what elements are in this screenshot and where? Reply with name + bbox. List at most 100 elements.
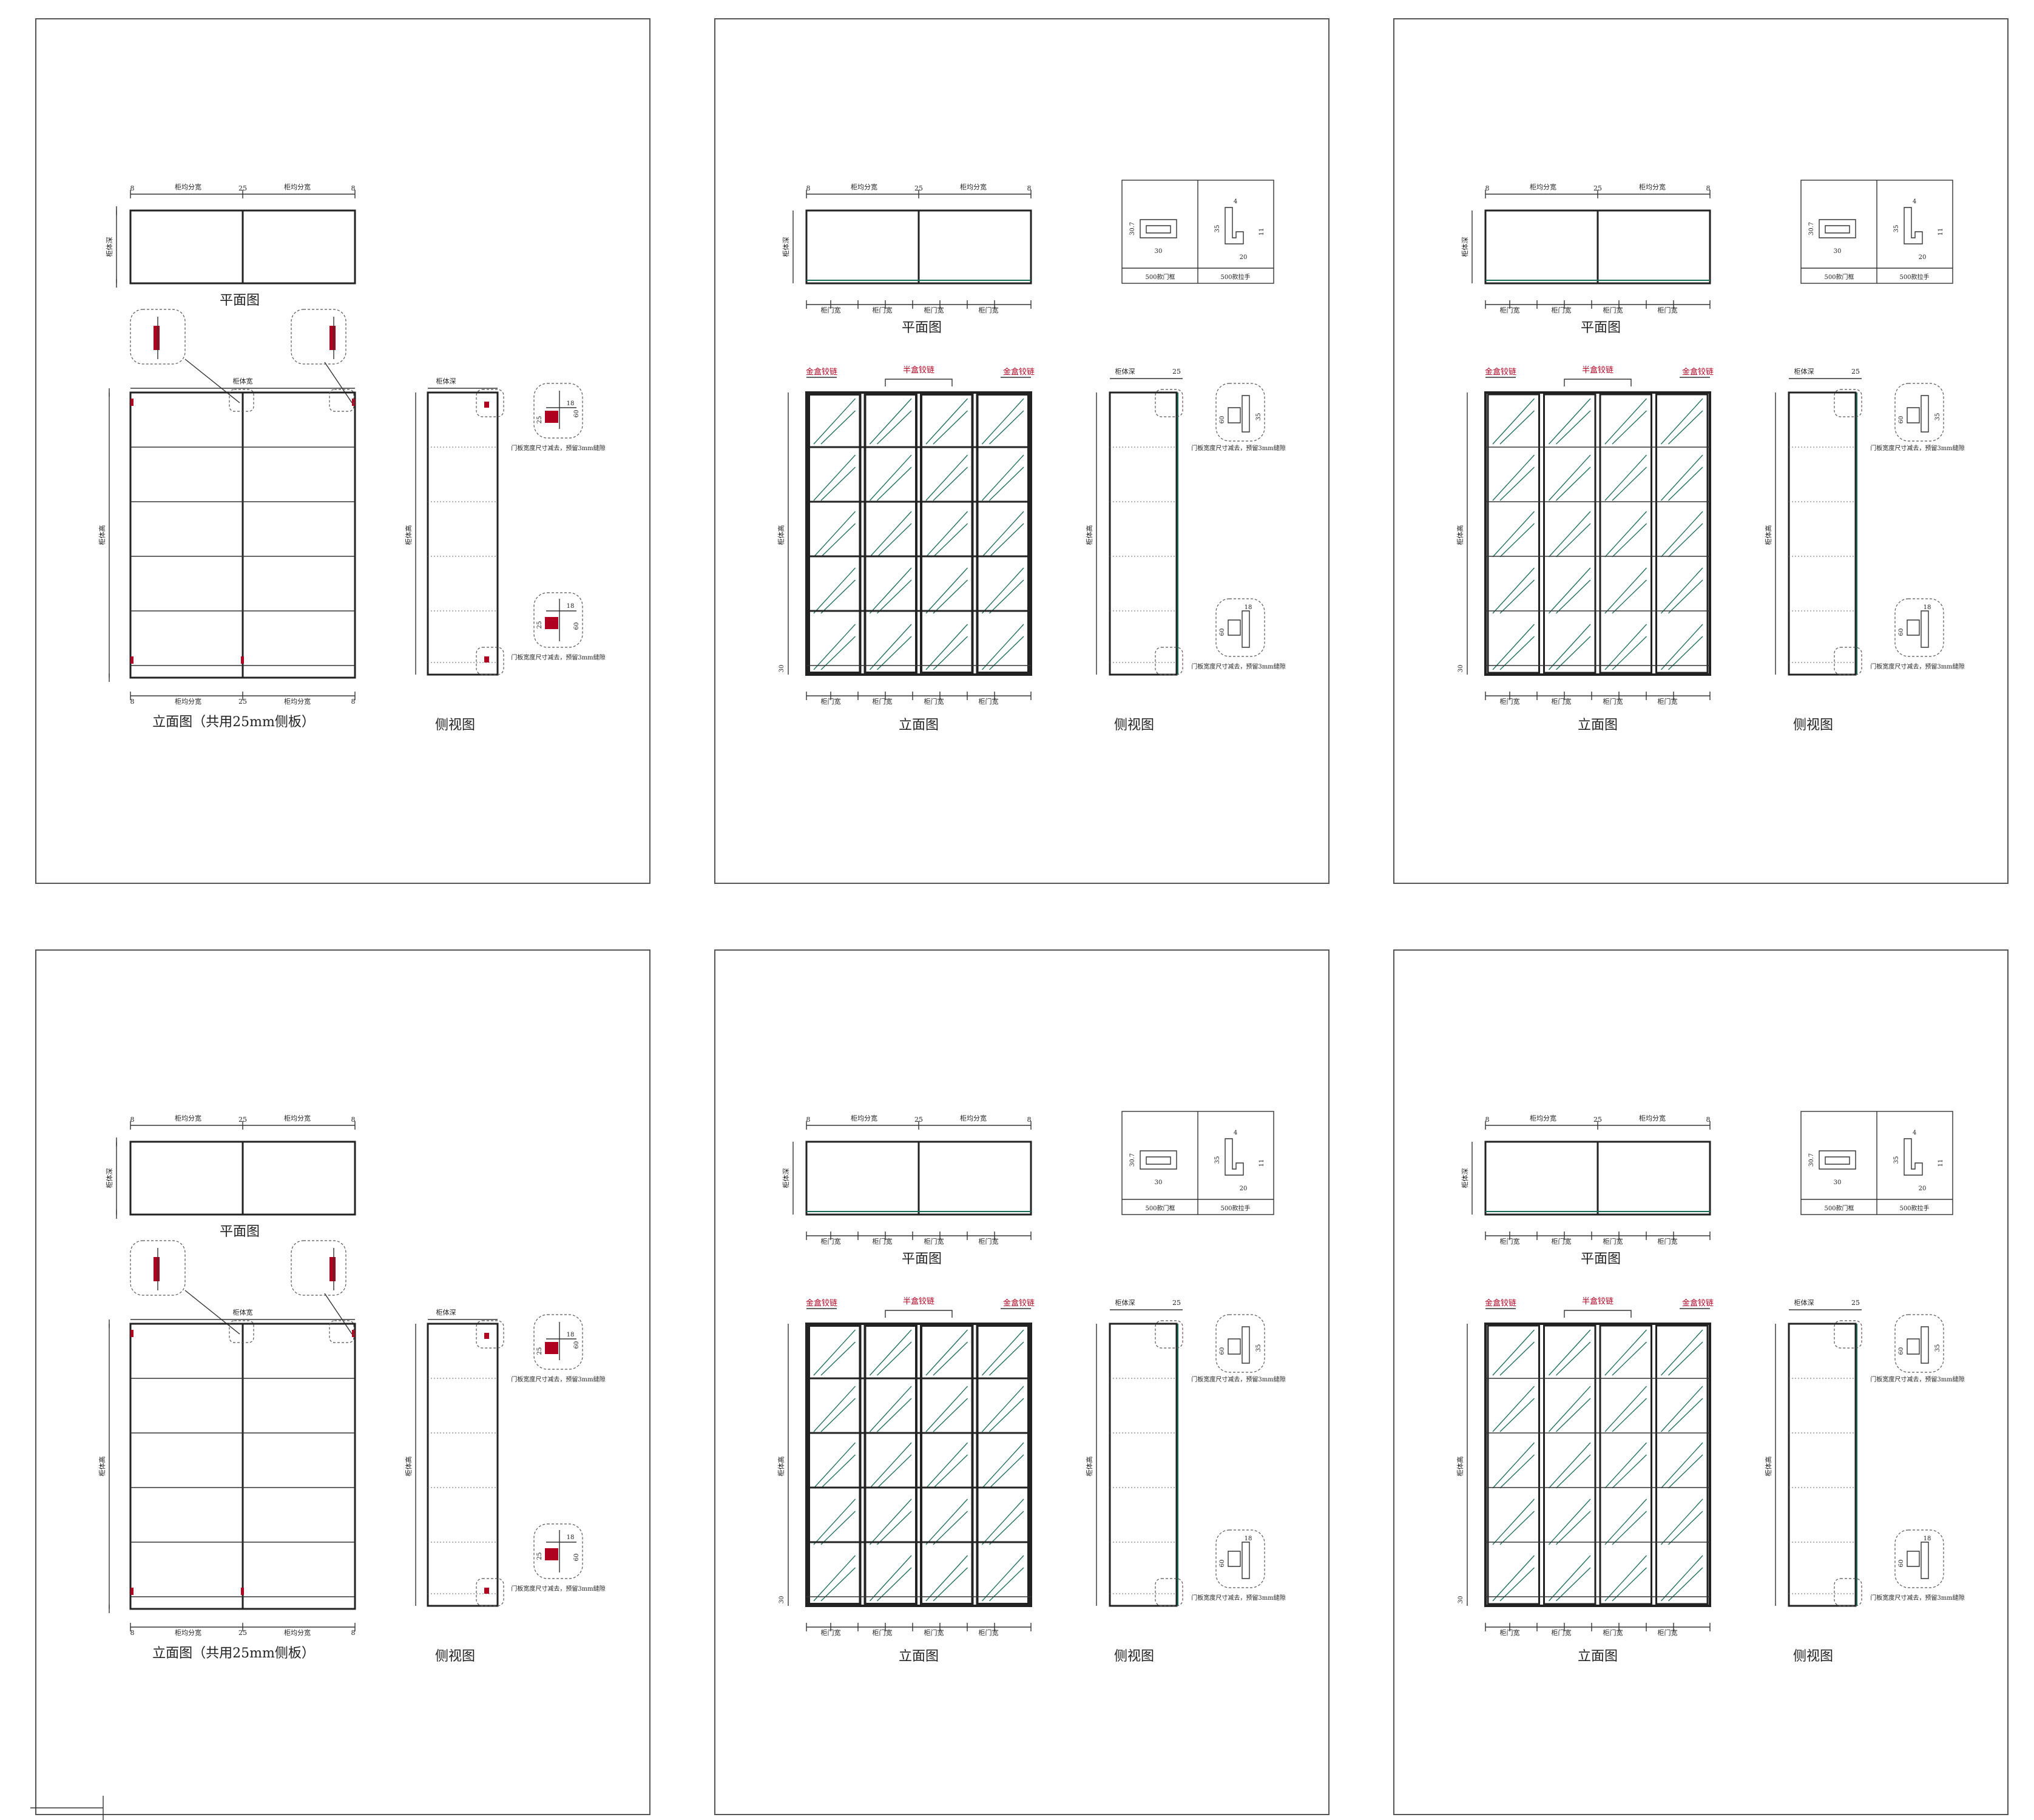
side-view-outline — [427, 1323, 499, 1607]
glass-hatch — [1661, 1498, 1703, 1545]
glass-hatch — [925, 1386, 968, 1432]
dim-18: 18 — [567, 400, 575, 407]
dim-side-depth: 柜体深 — [1794, 367, 1814, 376]
dim-60: 60 — [1219, 1560, 1226, 1568]
hinge-mark — [241, 1588, 244, 1595]
gold-hinge-right: 金盒铰链 — [1003, 367, 1035, 377]
dim-depth: 柜体深 — [782, 237, 790, 257]
dim-60: 60 — [1219, 629, 1226, 636]
glass-hatch — [1556, 636, 1591, 670]
dim-label-right: 柜均分宽 — [960, 183, 987, 191]
profile-handle-label: 500款拉手 — [1220, 1204, 1250, 1212]
profile-frame-label: 500款门框 — [1824, 1204, 1854, 1212]
glass-hatch — [1604, 1329, 1647, 1376]
profile-frame-label: 500款门框 — [1824, 273, 1854, 281]
glass-hatch — [877, 523, 912, 558]
glass-hatch — [877, 636, 912, 670]
detail-bottom — [1894, 1529, 1944, 1588]
detail-hinge — [545, 1342, 558, 1354]
dim-25: 25 — [238, 698, 247, 706]
elevation-view-title: 立面图 — [899, 718, 939, 733]
dim-25: 25 — [536, 1347, 543, 1355]
glass-hatch — [1549, 1329, 1591, 1376]
detail-bubble-left — [130, 1240, 186, 1296]
glass-hatch — [1668, 1567, 1703, 1602]
dim-8: 8 — [806, 1116, 811, 1124]
dim-4: 4 — [1234, 1130, 1237, 1136]
dim-18: 18 — [1924, 1535, 1931, 1542]
dim-door-width-2: 柜门宽 — [1552, 697, 1572, 706]
dim-60: 60 — [573, 1554, 580, 1562]
dim-4: 4 — [1913, 1130, 1916, 1136]
side-view-outline — [1788, 391, 1857, 676]
door-note: 门板宽度尺寸减去，预留3mm缝隙 — [1870, 1594, 1964, 1602]
dim-25: 25 — [914, 1116, 923, 1124]
glass-hatch — [925, 511, 968, 558]
dim-30-7: 30.7 — [1129, 1153, 1136, 1167]
glass-door-1 — [808, 1324, 862, 1605]
glass-hatch — [1499, 1398, 1535, 1432]
dim-door-width-4: 柜门宽 — [1658, 1237, 1678, 1245]
dim-8: 8 — [1485, 1116, 1490, 1124]
glass-hatch — [870, 1555, 912, 1602]
hinge-mark — [484, 656, 489, 662]
glass-hatch — [813, 398, 856, 445]
glass-hatch — [1492, 1442, 1535, 1489]
glass-door-3 — [1599, 393, 1652, 674]
detail-bottom — [1894, 598, 1944, 657]
elevation-view-title: 立面图 — [1578, 1649, 1618, 1664]
glass-hatch — [1549, 1555, 1591, 1602]
dim-door-width-1: 柜门宽 — [1500, 306, 1520, 314]
glass-hatch — [820, 467, 856, 501]
hinge-bracket — [1564, 379, 1632, 386]
dim-11: 11 — [1938, 1159, 1944, 1167]
dim-25: 25 — [238, 184, 247, 192]
detail-profile-icon — [1228, 395, 1250, 433]
door-note: 门板宽度尺寸减去，预留3mm缝隙 — [1191, 444, 1285, 452]
dim-label-right: 柜均分宽 — [1639, 183, 1666, 191]
dim-25: 25 — [238, 1116, 247, 1124]
door-note: 门板宽度尺寸减去，预留3mm缝隙 — [511, 1585, 605, 1592]
dim-door-width-3: 柜门宽 — [1603, 1628, 1623, 1637]
glass-door-4 — [1655, 393, 1709, 674]
detail-profile-icon — [1228, 610, 1250, 648]
elevation-outline — [1484, 391, 1711, 676]
dim-door-width-4: 柜门宽 — [979, 1628, 999, 1637]
line — [184, 359, 240, 403]
glass-hatch — [1499, 636, 1535, 670]
glass-hatch — [1556, 579, 1591, 614]
dim-door-width-1: 柜门宽 — [1500, 1237, 1520, 1245]
dim-30: 30 — [779, 1596, 785, 1604]
glass-hatch — [933, 1398, 968, 1432]
glass-hatch — [1492, 624, 1535, 670]
handle-profile-icon — [1225, 207, 1244, 244]
line — [324, 1293, 353, 1335]
glass-hatch — [813, 1442, 856, 1489]
glass-hatch — [933, 579, 968, 614]
profile-handle-label: 500款拉手 — [1899, 1204, 1929, 1212]
dim-30: 30 — [1834, 248, 1842, 255]
detail-hinge — [545, 1548, 558, 1560]
detail-top — [1215, 1314, 1265, 1373]
glass-hatch — [1668, 1511, 1703, 1545]
glass-hatch — [982, 511, 1024, 558]
dim-60: 60 — [1898, 1560, 1905, 1568]
door-note: 门板宽度尺寸减去，预留3mm缝隙 — [511, 1375, 605, 1383]
dim-60: 60 — [573, 410, 580, 418]
dim-door-width-3: 柜门宽 — [924, 1628, 944, 1637]
glass-hatch — [933, 467, 968, 501]
dim-door-width-3: 柜门宽 — [1603, 697, 1623, 706]
dim-8: 8 — [1706, 1116, 1711, 1124]
dim-11: 11 — [1259, 228, 1265, 236]
dim-25: 25 — [1172, 1299, 1181, 1307]
hinge-mark — [130, 656, 133, 664]
glass-hatch — [1604, 511, 1647, 558]
dim-side-height: 柜体高 — [1764, 525, 1772, 545]
dim-door-width-2: 柜门宽 — [873, 697, 893, 706]
glass-hatch — [1612, 1454, 1647, 1489]
glass-hatch — [1499, 467, 1535, 501]
dim-8: 8 — [130, 1116, 135, 1124]
